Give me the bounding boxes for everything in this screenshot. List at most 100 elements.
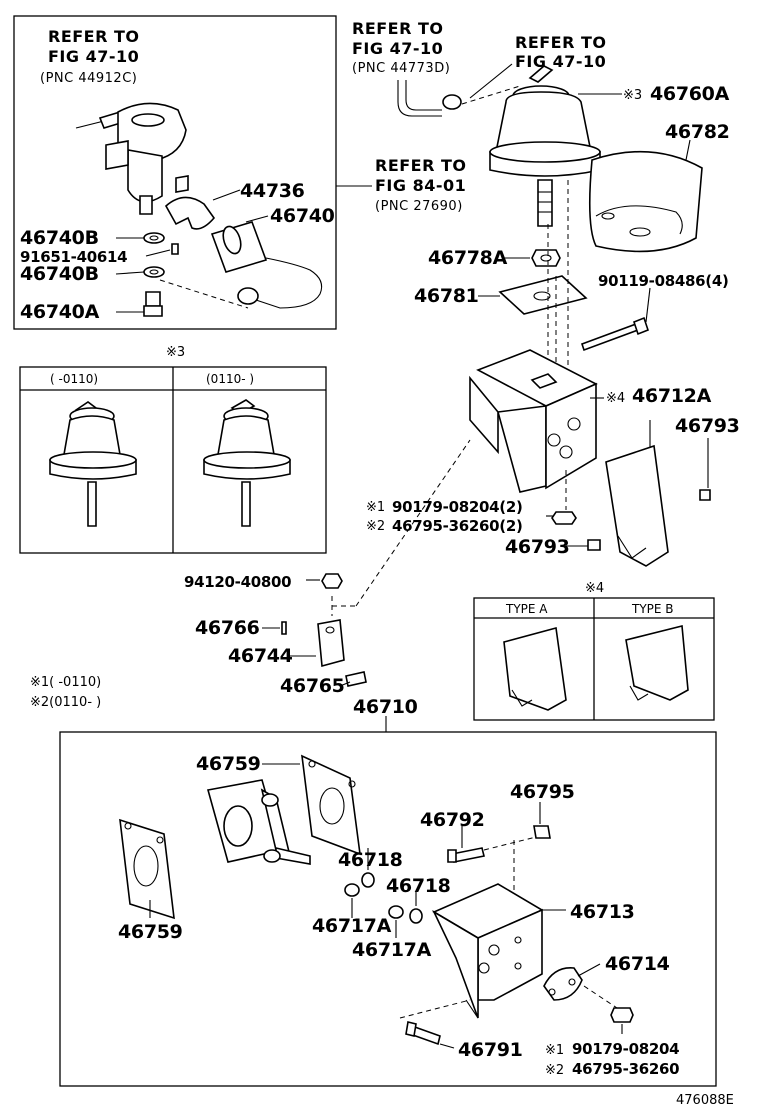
- label-46718-2: 46718: [386, 875, 451, 897]
- label-46759-1: 46759: [196, 753, 261, 775]
- label-91651-40614: 91651-40614: [20, 248, 127, 266]
- label-46766: 46766: [195, 617, 260, 639]
- clamp-drawing: [164, 196, 216, 230]
- table3-col2: (0110- ): [206, 372, 254, 386]
- ref1-line2: FIG 47-10: [48, 47, 139, 66]
- table4-col1: TYPE A: [505, 602, 548, 616]
- label-46792: 46792: [420, 809, 485, 831]
- hose-drawing: [397, 80, 442, 117]
- nut-90179-bottom: [610, 1007, 634, 1023]
- label-46760A: 46760A: [650, 83, 730, 105]
- figure-id: 476088E: [676, 1093, 734, 1108]
- ref4-line2: FIG 84-01: [375, 176, 466, 195]
- label-46795: 46795: [510, 781, 575, 803]
- label-46778A: 46778A: [428, 247, 508, 269]
- label-46712A: 46712A: [632, 385, 712, 407]
- label-46714: 46714: [605, 953, 670, 975]
- link-46744: [317, 619, 345, 668]
- actuator-variant-1: [49, 401, 137, 527]
- gasket-46759-upper: [301, 754, 361, 856]
- cover-46782-drawing: [588, 150, 703, 253]
- label-46710: 46710: [353, 696, 418, 718]
- label-46765: 46765: [280, 675, 345, 697]
- label-46713: 46713: [570, 901, 635, 923]
- throttle-body-drawing: [206, 779, 311, 865]
- label-46782: 46782: [665, 121, 730, 143]
- screw-46793-2: [587, 539, 601, 551]
- table4-col2: TYPE B: [631, 602, 674, 616]
- table-note-3: ※3 ( -0110) (0110- ): [19, 345, 327, 554]
- ref2-line3: (PNC 44773D): [352, 61, 450, 76]
- label-46740: 46740: [270, 205, 335, 227]
- ref3-line1: REFER TO: [515, 33, 607, 52]
- label-90179-08204: 90179-08204: [572, 1040, 679, 1058]
- resistor-drawing: [210, 221, 323, 309]
- inset-vacuum-switch: REFER TO FIG 47-10 (PNC 44912C) 44736 46…: [13, 15, 337, 330]
- gasket-46759-lower: [119, 818, 175, 920]
- label-46791: 46791: [458, 1039, 523, 1061]
- screw-46793-1: [699, 489, 711, 501]
- collar-46718-2: [409, 908, 423, 924]
- table-note-4: ※4 TYPE A TYPE B: [473, 581, 715, 721]
- mark-1-bottom: ※1: [545, 1043, 564, 1058]
- vacuum-switching-valve-drawing: [75, 102, 189, 215]
- ref2-line1: REFER TO: [352, 19, 444, 38]
- shield-type-b: [625, 624, 689, 701]
- label-44736: 44736: [240, 180, 305, 202]
- bolt-90119: [580, 322, 640, 352]
- table4-title: ※4: [585, 581, 604, 596]
- label-46740B-1: 46740B: [20, 227, 99, 249]
- ref2-line2: FIG 47-10: [352, 39, 443, 58]
- mark-2-46795: ※2: [366, 519, 385, 534]
- legend-note-2: ※2(0110- ): [30, 695, 101, 710]
- bracket-assembly-drawing: [469, 349, 598, 493]
- pin-46765: [345, 671, 367, 687]
- label-46795-36260-2: 46795-36260(2): [392, 517, 523, 535]
- ref3-line2: FIG 47-10: [515, 52, 606, 71]
- label-94120-40800: 94120-40800: [184, 573, 291, 591]
- mark-2-bottom: ※2: [545, 1063, 564, 1078]
- bracket-46713-drawing: [432, 883, 544, 1019]
- label-46793-2: 46793: [505, 536, 570, 558]
- ref1-line1: REFER TO: [48, 27, 140, 46]
- screw-91651: [171, 243, 179, 255]
- label-46740B-2: 46740B: [20, 263, 99, 285]
- label-46744: 46744: [228, 645, 293, 667]
- ref4-line3: (PNC 27690): [375, 199, 463, 214]
- ref4-line1: REFER TO: [375, 156, 467, 175]
- ref1-line3: (PNC 44912C): [40, 71, 137, 86]
- bottom-assembly-box: 46759 46759 46718 46717A 46718 46717A: [59, 731, 717, 1087]
- label-46740A: 46740A: [20, 301, 100, 323]
- label-46717A-1: 46717A: [312, 915, 392, 937]
- washer-46740b-top: [143, 232, 165, 244]
- hose-clip: [442, 94, 462, 110]
- bushing-46717a-2: [388, 905, 404, 919]
- plate-46781: [498, 275, 588, 315]
- mark-4-46712a: ※4: [606, 391, 625, 406]
- label-46718-1: 46718: [338, 849, 403, 871]
- shield-type-a: [503, 626, 567, 711]
- actuator-variant-2: [203, 399, 291, 527]
- label-90179-08204-2: 90179-08204(2): [392, 498, 523, 516]
- table3-col1: ( -0110): [50, 372, 98, 386]
- nut-90179: [551, 511, 577, 525]
- label-46793-1: 46793: [675, 415, 740, 437]
- mark-1-90179: ※1: [366, 500, 385, 515]
- label-46795-36260: 46795-36260: [572, 1060, 679, 1078]
- table3-title: ※3: [166, 345, 185, 360]
- mark-3-46760a: ※3: [623, 88, 642, 103]
- label-46717A-2: 46717A: [352, 939, 432, 961]
- label-90119-08486: 90119-08486(4): [598, 272, 729, 290]
- bushing-46717a-1: [344, 883, 360, 897]
- washer-46740b-bottom: [143, 266, 165, 278]
- pin-46766: [281, 621, 287, 635]
- legend-note-1: ※1( -0110): [30, 675, 101, 690]
- collar-46718-1: [361, 872, 375, 888]
- nut-46778a: [531, 249, 561, 267]
- label-46781: 46781: [414, 285, 479, 307]
- nut-94120: [321, 573, 343, 589]
- shield-46712a: [605, 444, 669, 567]
- plate-46714: [543, 967, 583, 1001]
- bolt-46740a: [145, 291, 161, 307]
